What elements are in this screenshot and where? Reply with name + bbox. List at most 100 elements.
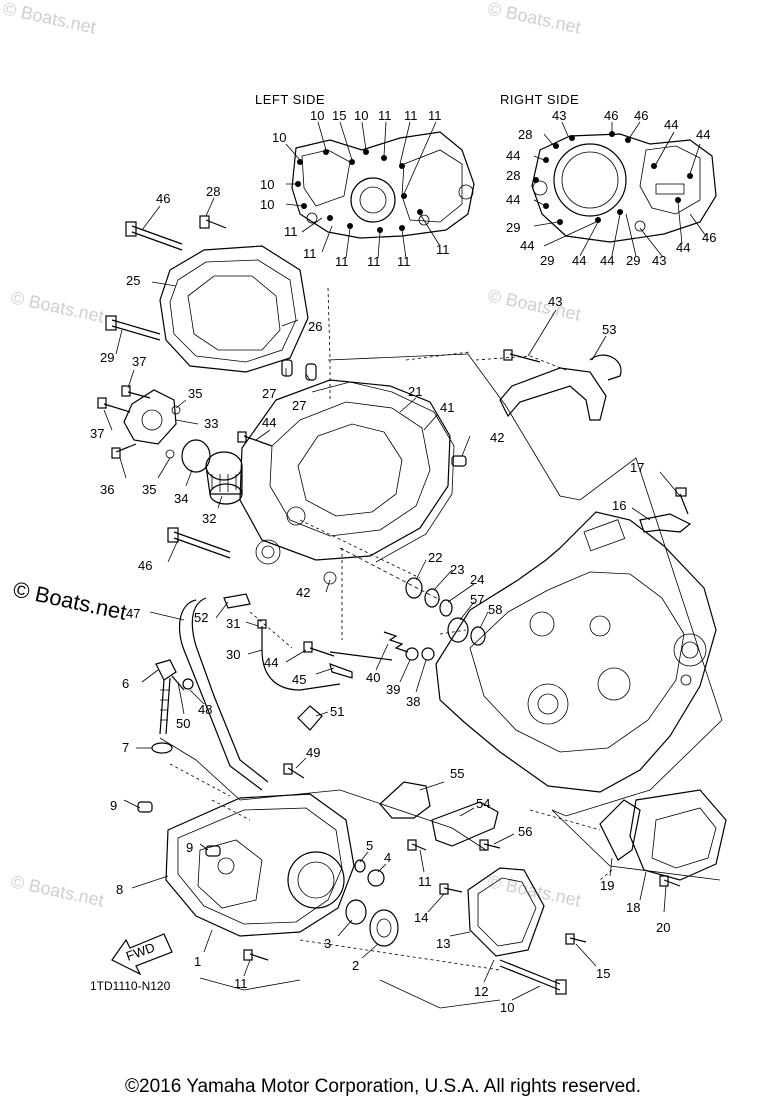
callout-label: 57 — [470, 592, 484, 607]
callout-label: 22 — [428, 550, 442, 565]
callout-label: 11 — [367, 254, 381, 269]
callout-label: 44 — [506, 148, 520, 163]
callout-label: 1 — [194, 954, 201, 969]
callout-label: 11 — [335, 254, 349, 269]
callout-label: 26 — [308, 319, 322, 334]
callout-label: 17 — [630, 460, 644, 475]
callout-label: 7 — [122, 740, 129, 755]
callout-labels: 46 28 25 26 29 27 27 37 35 33 37 36 35 3… — [90, 184, 670, 1015]
callout-label: 49 — [306, 745, 320, 760]
callout-label: 10 — [500, 1000, 514, 1015]
callout-label: 23 — [450, 562, 464, 577]
callout-label: 15 — [332, 108, 346, 123]
callout-label: 44 — [520, 238, 534, 253]
callout-label: 37 — [132, 354, 146, 369]
callout-label: 45 — [292, 672, 306, 687]
callout-label: 46 — [604, 108, 618, 123]
callout-label: 28 — [206, 184, 220, 199]
callout-label: 54 — [476, 796, 490, 811]
callout-label: 14 — [414, 910, 428, 925]
callout-label: 11 — [428, 108, 442, 123]
bolt-46-top — [125, 221, 183, 251]
callout-label: 8 — [116, 882, 123, 897]
callout-label: 11 — [303, 246, 317, 261]
watermark-text: © Boats.net — [9, 871, 105, 910]
callout-label: 24 — [470, 572, 484, 587]
callout-label: 10 — [310, 108, 324, 123]
callout-label: 39 — [386, 682, 400, 697]
left-side-inset: 10 15 10 11 11 11 10 10 10 11 11 11 11 1… — [260, 108, 475, 269]
callout-label: 21 — [408, 384, 422, 399]
callout-label: 42 — [296, 585, 310, 600]
watermark-text: © Boats.net — [486, 285, 582, 324]
callout-label: 36 — [100, 482, 114, 497]
callout-label: 47 — [126, 606, 140, 621]
callout-label: 29 — [100, 350, 114, 365]
callout-label: 31 — [226, 616, 240, 631]
callout-label: 10 — [354, 108, 368, 123]
callout-label: 6 — [122, 676, 129, 691]
callout-label: 2 — [352, 958, 359, 973]
callout-label: 29 — [540, 253, 554, 268]
callout-label: 34 — [174, 491, 188, 506]
callout-label: 29 — [506, 220, 520, 235]
callout-label: 18 — [626, 900, 640, 915]
callout-label: 13 — [436, 936, 450, 951]
watermark-text: © Boats.net — [1, 0, 97, 38]
callout-label: 16 — [612, 498, 626, 513]
callout-label: 44 — [600, 253, 614, 268]
callout-label: 15 — [596, 966, 610, 981]
callout-label: 10 — [272, 130, 286, 145]
callout-label: 37 — [90, 426, 104, 441]
callout-label: 46 — [702, 230, 716, 245]
callout-label: 28 — [506, 168, 520, 183]
callout-label: 11 — [378, 108, 392, 123]
callout-label: 19 — [600, 878, 614, 893]
callout-label: 44 — [664, 117, 678, 132]
watermark-text: © Boats.net — [11, 576, 129, 624]
callout-label: 46 — [634, 108, 648, 123]
callout-label: 41 — [440, 400, 454, 415]
callout-label: 11 — [234, 976, 248, 991]
callout-label: 38 — [406, 694, 420, 709]
callout-label: 27 — [262, 386, 276, 401]
leader-lines — [103, 197, 681, 1001]
watermark-text: © Boats.net — [486, 0, 582, 38]
callout-label: 43 — [652, 253, 666, 268]
callout-label: 20 — [656, 920, 670, 935]
callout-label: 30 — [226, 647, 240, 662]
callout-label: 5 — [366, 838, 373, 853]
callout-label: 4 — [384, 850, 391, 865]
callout-label: 44 — [696, 127, 710, 142]
callout-label: 10 — [260, 177, 274, 192]
callout-label: 11 — [284, 224, 298, 239]
watermark-text: © Boats.net — [9, 287, 105, 326]
callout-label: 44 — [264, 655, 278, 670]
callout-label: 11 — [436, 242, 450, 257]
callout-label: 43 — [552, 108, 566, 123]
left-side-heading: LEFT SIDE — [255, 92, 325, 107]
callout-label: 3 — [324, 936, 331, 951]
outline-frames — [159, 353, 723, 1009]
callout-label: 11 — [397, 254, 411, 269]
callout-label: 50 — [176, 716, 190, 731]
callout-label: 44 — [506, 192, 520, 207]
left-inset-bolt-dots — [295, 149, 423, 233]
callout-label: 44 — [572, 253, 586, 268]
right-inset-bolt-dots — [533, 131, 693, 225]
callout-label: 40 — [366, 670, 380, 685]
callout-label: 28 — [518, 127, 532, 142]
callout-label: 11 — [404, 108, 418, 123]
callout-label: 35 — [188, 386, 202, 401]
callout-label: 53 — [602, 322, 616, 337]
right-side-inset: 43 46 46 28 44 44 44 28 44 29 44 29 44 4… — [506, 108, 717, 268]
callout-label: 35 — [142, 482, 156, 497]
callout-label: 55 — [450, 766, 464, 781]
callout-label: 52 — [194, 610, 208, 625]
copyright-notice: ©2016 Yamaha Motor Corporation, U.S.A. A… — [125, 1076, 641, 1097]
callout-label: 56 — [518, 824, 532, 839]
callout-label: 43 — [548, 294, 562, 309]
callout-label: 46 — [138, 558, 152, 573]
callout-label: 48 — [198, 702, 212, 717]
